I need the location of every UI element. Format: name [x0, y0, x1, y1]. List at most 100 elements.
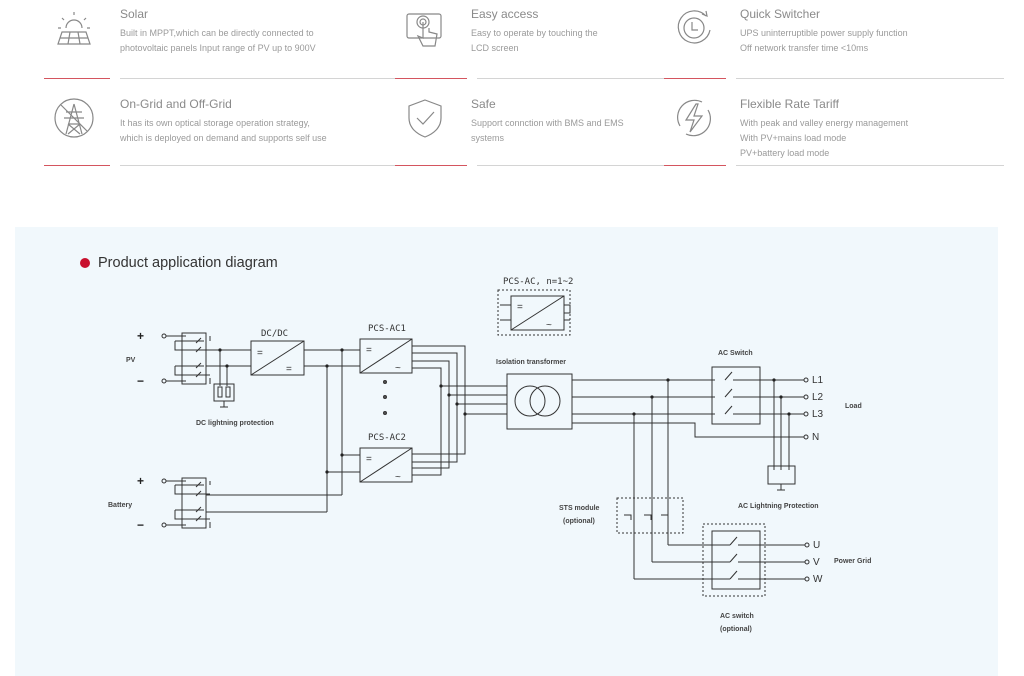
- feature-title: Quick Switcher: [740, 7, 821, 21]
- shield-check-icon: [403, 96, 447, 140]
- load-label: Load: [845, 403, 862, 410]
- feature-description-line: With PV+mains load mode: [740, 133, 847, 143]
- dcdc-converter: [250, 340, 305, 376]
- divider: [477, 165, 705, 166]
- n-label: N: [812, 432, 819, 443]
- l1-label: L1: [812, 375, 824, 386]
- ac-lightning-label: AC Lightning Protection: [738, 503, 819, 510]
- feature-description-line: photovoltaic panels Input range of PV up…: [120, 43, 316, 53]
- feature-description-line: PV+battery load mode: [740, 148, 830, 158]
- divider: [120, 78, 429, 79]
- pv-minus-terminal: [161, 378, 167, 384]
- accent-divider: [44, 165, 110, 166]
- dcdc-in-symbol: =: [257, 348, 263, 359]
- isolation-transformer-label: Isolation transformer: [496, 359, 566, 366]
- l2-terminal: [803, 394, 809, 400]
- feature-description-line: With peak and valley energy management: [740, 118, 909, 128]
- pv-breaker: [181, 332, 207, 385]
- battery-breaker: [181, 477, 207, 529]
- w-terminal: [804, 576, 810, 582]
- pcs2-dc-symbol: =: [366, 454, 372, 465]
- l3-label: L3: [812, 409, 824, 420]
- accent-divider: [664, 78, 726, 79]
- l2-label: L2: [812, 392, 824, 403]
- battery-minus-terminal: [161, 522, 167, 528]
- ac-switch-optional-label: AC switch: [720, 613, 754, 620]
- pv-plus-terminal: [161, 333, 167, 339]
- feature-description-line: systems: [471, 133, 505, 143]
- touch-screen-icon: [403, 6, 447, 50]
- feature-title: Easy access: [471, 7, 539, 21]
- ac-switch-optional-sub: (optional): [720, 626, 752, 633]
- dc-lightning-protector: [213, 383, 235, 402]
- feature-description-line: LCD screen: [471, 43, 519, 53]
- v-label: V: [813, 557, 820, 568]
- accent-divider: [395, 78, 467, 79]
- w-label: W: [813, 574, 823, 585]
- feature-title: Safe: [471, 97, 496, 111]
- u-terminal: [804, 542, 810, 548]
- feature-description-line: Built in MPPT,which can be directly conn…: [120, 28, 314, 38]
- pv-minus-label: −: [137, 374, 144, 388]
- pcs-ac-n-label: PCS-AC, n=1~2: [503, 277, 573, 287]
- pcs-ac2-converter: [359, 447, 413, 483]
- feature-description-line: Support connction with BMS and EMS: [471, 118, 624, 128]
- divider: [736, 165, 1004, 166]
- accent-divider: [664, 165, 726, 166]
- ac-switch-label: AC Switch: [718, 350, 753, 357]
- pcs1-ac-symbol: ~: [395, 363, 401, 374]
- divider: [477, 78, 705, 79]
- feature-title: Solar: [120, 7, 149, 21]
- v-terminal: [804, 559, 810, 565]
- lightning-icon: [672, 96, 716, 140]
- divider: [120, 165, 429, 166]
- accent-divider: [44, 78, 110, 79]
- sts-module-label: STS module: [559, 505, 600, 512]
- clock-switch-icon: [672, 6, 716, 50]
- feature-description-line: which is deployed on demand and supports…: [120, 133, 327, 143]
- diagram-panel: [15, 227, 998, 676]
- bullet-dot-icon: [80, 258, 90, 268]
- ac-switch-optional-box: [702, 523, 766, 597]
- feature-description: Built in MPPT,which can be directly conn…: [120, 26, 316, 56]
- pcs-ac2-label: PCS-AC2: [368, 433, 406, 443]
- sts-optional-label: (optional): [563, 518, 595, 525]
- feature-description: It has its own optical storage operation…: [120, 116, 327, 146]
- power-grid-label: Power Grid: [834, 558, 871, 565]
- battery-plus-terminal: [161, 478, 167, 484]
- battery-minus-label: −: [137, 518, 144, 532]
- feature-description-line: Easy to operate by touching the: [471, 28, 598, 38]
- battery-label: Battery: [108, 502, 132, 509]
- pcsn-ac-symbol: ~: [546, 320, 552, 331]
- dc-lightning-label: DC lightning protection: [196, 420, 274, 427]
- feature-description-line: It has its own optical storage operation…: [120, 118, 310, 128]
- feature-description: UPS uninterruptible power supply functio…: [740, 26, 908, 56]
- l3-terminal: [803, 411, 809, 417]
- pv-plus-label: +: [137, 329, 144, 343]
- dcdc-out-symbol: =: [286, 364, 292, 375]
- diagram-title: Product application diagram: [98, 255, 278, 271]
- dcdc-label: DC/DC: [261, 329, 288, 339]
- feature-title: On-Grid and Off-Grid: [120, 97, 232, 111]
- pcs1-dc-symbol: =: [366, 345, 372, 356]
- pcs-ac1-converter: [359, 338, 413, 374]
- feature-description-line: UPS uninterruptible power supply functio…: [740, 28, 908, 38]
- feature-title: Flexible Rate Tariff: [740, 97, 839, 111]
- pv-label: PV: [126, 357, 136, 364]
- diagram-heading: Product application diagram: [80, 255, 278, 271]
- feature-description: Support connction with BMS and EMS system…: [471, 116, 624, 146]
- l1-terminal: [803, 377, 809, 383]
- accent-divider: [395, 165, 467, 166]
- isolation-transformer: [506, 373, 573, 430]
- n-terminal: [803, 434, 809, 440]
- ac-switch: [711, 366, 761, 425]
- battery-plus-label: +: [137, 474, 144, 488]
- power-tower-icon: [52, 96, 96, 140]
